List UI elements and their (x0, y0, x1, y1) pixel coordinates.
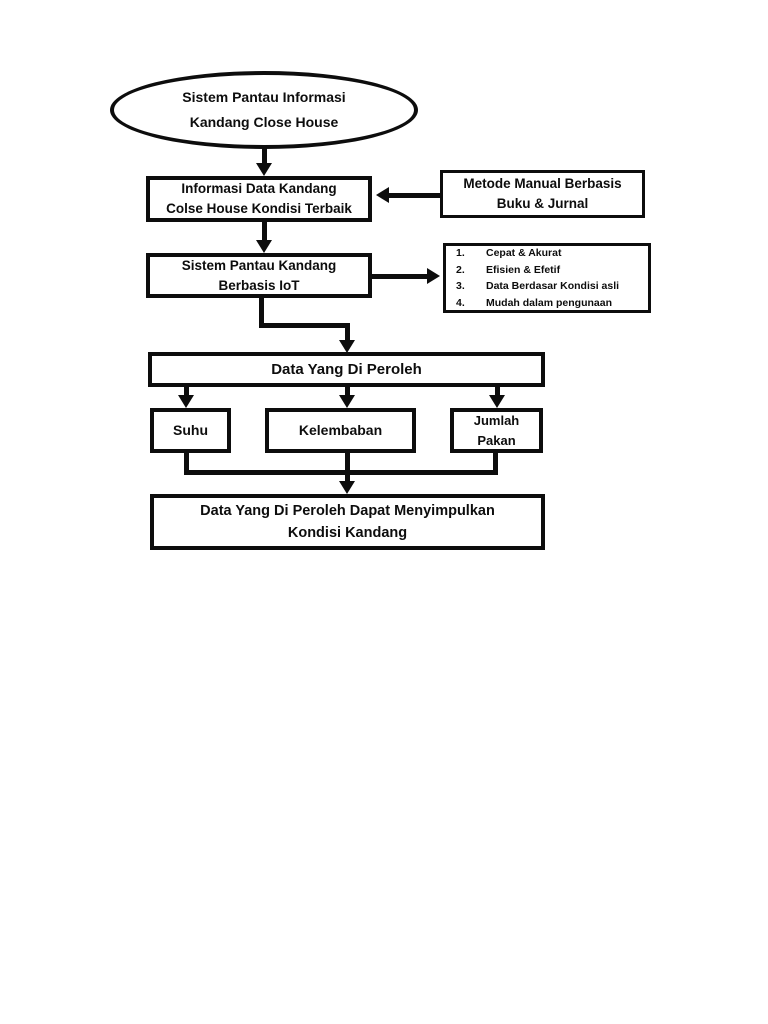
jumlah-pakan-node: Jumlah Pakan (450, 408, 543, 453)
connector-metode-to-info (388, 193, 440, 198)
jumlah-label-line1: Jumlah (473, 412, 520, 428)
suhu-label: Suhu (173, 422, 208, 438)
benefit-item-4: 4. Mudah dalam pengunaan (456, 295, 642, 312)
arrow-down-icon (256, 163, 272, 176)
benefit-item-1-text: Cepat & Akurat (486, 247, 562, 259)
benefits-list-node: 1. Cepat & Akurat 2. Efisien & Efetif 3.… (443, 243, 651, 313)
connector-jumlah-down (493, 453, 498, 475)
iot-box-label-line1: Sistem Pantau Kandang (181, 257, 337, 273)
metode-box-label-line2: Buku & Jurnal (496, 196, 589, 211)
info-box-label-line1: Informasi Data Kandang (181, 181, 337, 196)
suhu-node: Suhu (150, 408, 231, 453)
arrow-down-icon (489, 395, 505, 408)
connector-data-to-kelembaban (345, 387, 350, 397)
benefit-item-3-text: Data Berdasar Kondisi asli (486, 280, 620, 292)
start-ellipse-label-line1: Sistem Pantau Informasi (182, 89, 346, 105)
benefit-item-2-text: Efisien & Efetif (486, 263, 561, 276)
benefit-item-2: 2. Efisien & Efetif (456, 262, 642, 279)
connector-kelembaban-down (345, 453, 350, 482)
connector-suhu-down (184, 453, 189, 475)
arrow-left-icon (376, 187, 389, 203)
connector-data-to-suhu (184, 387, 189, 397)
data-diperoleh-node: Data Yang Di Peroleh (148, 352, 545, 387)
arrow-down-icon (339, 395, 355, 408)
info-data-kandang-node: Informasi Data Kandang Colse House Kondi… (146, 176, 372, 222)
data-box-label: Data Yang Di Peroleh (271, 360, 422, 378)
benefit-item-3-number: 3. (456, 280, 465, 292)
arrow-down-icon (339, 340, 355, 353)
jumlah-label-line2: Pakan (477, 432, 516, 448)
connector-iot-elbow-vertical1 (259, 297, 264, 328)
sistem-pantau-iot-node: Sistem Pantau Kandang Berbasis IoT (146, 253, 372, 298)
conclusion-label-line2: Kondisi Kandang (287, 525, 408, 541)
connector-merge-horizontal (184, 470, 498, 475)
conclusion-label-line1: Data Yang Di Peroleh Dapat Menyimpulkan (200, 503, 495, 519)
connector-iot-elbow-horizontal (259, 323, 350, 328)
benefit-item-3: 3. Data Berdasar Kondisi asli (456, 278, 642, 295)
benefit-item-1-number: 1. (456, 247, 465, 259)
metode-box-label-line1: Metode Manual Berbasis (463, 176, 622, 191)
benefit-item-4-number: 4. (456, 296, 465, 309)
kesimpulan-node: Data Yang Di Peroleh Dapat Menyimpulkan … (150, 494, 545, 550)
iot-box-label-line2: Berbasis IoT (218, 277, 300, 293)
metode-manual-node: Metode Manual Berbasis Buku & Jurnal (440, 170, 645, 218)
start-ellipse-label-line2: Kandang Close House (189, 114, 339, 130)
benefit-item-1: 1. Cepat & Akurat (456, 245, 642, 262)
kelembaban-node: Kelembaban (265, 408, 416, 453)
benefit-item-2-number: 2. (456, 263, 465, 276)
arrow-right-icon (427, 268, 440, 284)
start-ellipse-node: Sistem Pantau Informasi Kandang Close Ho… (110, 71, 418, 149)
connector-info-to-iot (262, 222, 267, 241)
connector-iot-elbow-vertical2 (345, 323, 350, 341)
kelembaban-label: Kelembaban (298, 422, 383, 438)
connector-start-to-info (262, 148, 267, 164)
arrow-down-icon (178, 395, 194, 408)
connector-data-to-jumlah (495, 387, 500, 397)
arrow-down-icon (339, 481, 355, 494)
arrow-down-icon (256, 240, 272, 253)
connector-iot-to-benefits (372, 274, 428, 279)
benefit-item-4-text: Mudah dalam pengunaan (486, 296, 613, 309)
info-box-label-line2: Colse House Kondisi Terbaik (166, 201, 352, 216)
